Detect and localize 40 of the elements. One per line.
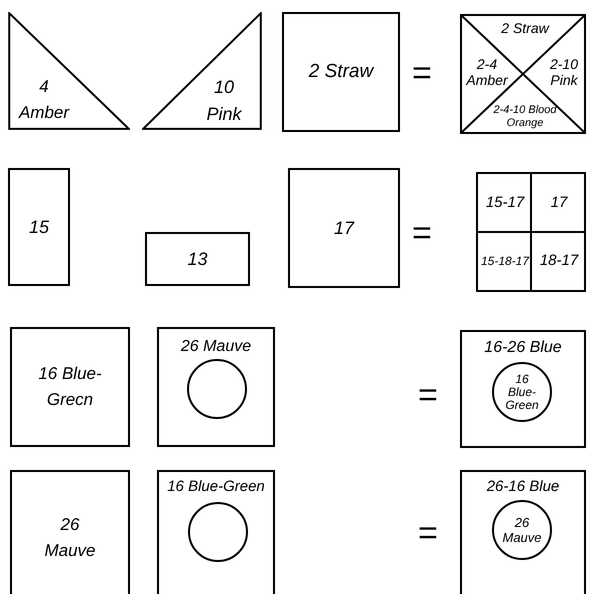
node-label: 17 <box>550 192 568 213</box>
equals-sign: = <box>412 216 432 250</box>
equals-sign: = <box>418 516 438 550</box>
square-panel <box>157 470 275 594</box>
node-label: 2 Straw <box>308 60 374 84</box>
node-label: 2 Straw <box>501 20 549 36</box>
node-label: 16 Blue-Green <box>167 477 265 497</box>
node-label: 26-16 Blue <box>486 477 560 497</box>
node-label: 15-18-17 <box>480 253 530 270</box>
node-label: 26 Mauve <box>502 515 542 545</box>
square-panel <box>145 232 250 286</box>
equals-sign: = <box>412 56 432 90</box>
node-label: 17 <box>334 216 354 240</box>
square-panel <box>10 470 130 594</box>
quartered-square <box>460 14 586 134</box>
node-label: 2-4 Amber <box>464 56 509 88</box>
square-panel <box>10 327 130 447</box>
node-label: 13 <box>187 248 208 270</box>
square-panel <box>282 12 400 132</box>
node-label: 16 Blue-Grecn <box>37 363 103 411</box>
node-label: 2-10 Pink <box>548 56 580 88</box>
square-panel <box>460 330 586 448</box>
triangle-panel <box>8 12 130 130</box>
equals-sign: = <box>418 378 438 412</box>
square-panel <box>460 470 586 594</box>
square-panel <box>8 168 70 286</box>
node-label: 16-26 Blue <box>484 338 562 358</box>
node-label: 2-4-10 Blood Orange <box>492 104 558 130</box>
quartered-square <box>476 172 586 292</box>
node-label: 26 Mauve <box>180 337 252 357</box>
square-panel <box>288 168 400 288</box>
node-label: 26 Mauve <box>44 514 96 562</box>
triangle-panel <box>142 12 262 130</box>
node-label: 15 <box>28 216 50 238</box>
node-label: 18-17 <box>540 250 578 271</box>
node-label: 10 Pink <box>205 76 243 126</box>
node-label: 16 Blue-Green <box>504 372 540 412</box>
node-label: 15-17 <box>486 192 524 213</box>
square-panel <box>157 327 275 447</box>
node-label: 4 Amber <box>17 76 70 124</box>
